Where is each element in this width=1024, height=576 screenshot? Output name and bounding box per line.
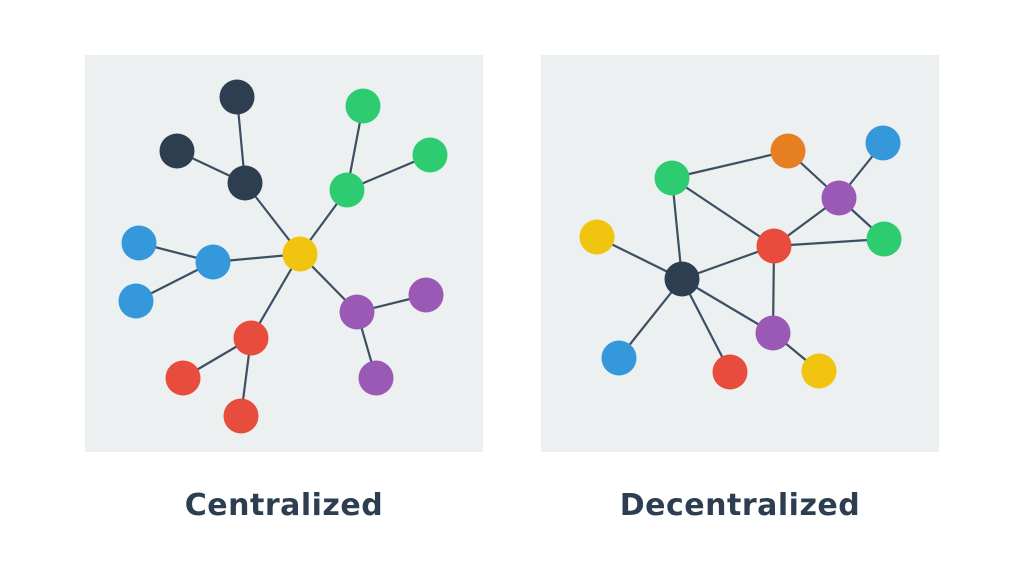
decentralized-node-green2 bbox=[866, 221, 902, 257]
centralized-network-panel bbox=[85, 55, 483, 452]
decentralized-edge-dark-purple2 bbox=[681, 278, 774, 334]
decentralized-network-panel bbox=[541, 55, 939, 452]
centralized-node-dark2 bbox=[219, 79, 255, 115]
centralized-node-purple1 bbox=[339, 294, 375, 330]
centralized-node-dark3 bbox=[159, 133, 195, 169]
decentralized-node-green1 bbox=[654, 160, 690, 196]
decentralized-node-orange bbox=[770, 133, 806, 169]
decentralized-node-blue1 bbox=[865, 125, 901, 161]
decentralized-node-red2 bbox=[712, 354, 748, 390]
centralized-label: Centralized bbox=[184, 488, 384, 523]
centralized-node-green2 bbox=[345, 88, 381, 124]
decentralized-node-yellow1 bbox=[579, 219, 615, 255]
centralized-node-purple3 bbox=[358, 360, 394, 396]
decentralized-edge-green1-orange bbox=[671, 149, 789, 180]
centralized-node-green3 bbox=[412, 137, 448, 173]
centralized-node-hub bbox=[282, 236, 318, 272]
centralized-node-blue3 bbox=[118, 283, 154, 319]
decentralized-node-purple2 bbox=[755, 315, 791, 351]
centralized-node-red1 bbox=[233, 320, 269, 356]
centralized-node-purple2 bbox=[408, 277, 444, 313]
centralized-node-red3 bbox=[223, 398, 259, 434]
decentralized-node-dark bbox=[664, 261, 700, 297]
centralized-node-green1 bbox=[329, 172, 365, 208]
decentralized-node-red1 bbox=[756, 228, 792, 264]
centralized-network-diagram bbox=[118, 79, 448, 434]
centralized-node-blue1 bbox=[195, 244, 231, 280]
centralized-node-dark1 bbox=[227, 165, 263, 201]
centralized-node-blue2 bbox=[121, 225, 157, 261]
decentralized-node-purple1 bbox=[821, 180, 857, 216]
decentralized-label: Decentralized bbox=[619, 488, 861, 523]
decentralized-edge-red1-green2 bbox=[773, 237, 885, 248]
centralized-node-red2 bbox=[165, 360, 201, 396]
decentralized-node-yellow2 bbox=[801, 353, 837, 389]
decentralized-edge-green1-red1 bbox=[671, 177, 775, 247]
decentralized-network-diagram bbox=[579, 125, 902, 390]
decentralized-node-blue2 bbox=[601, 340, 637, 376]
